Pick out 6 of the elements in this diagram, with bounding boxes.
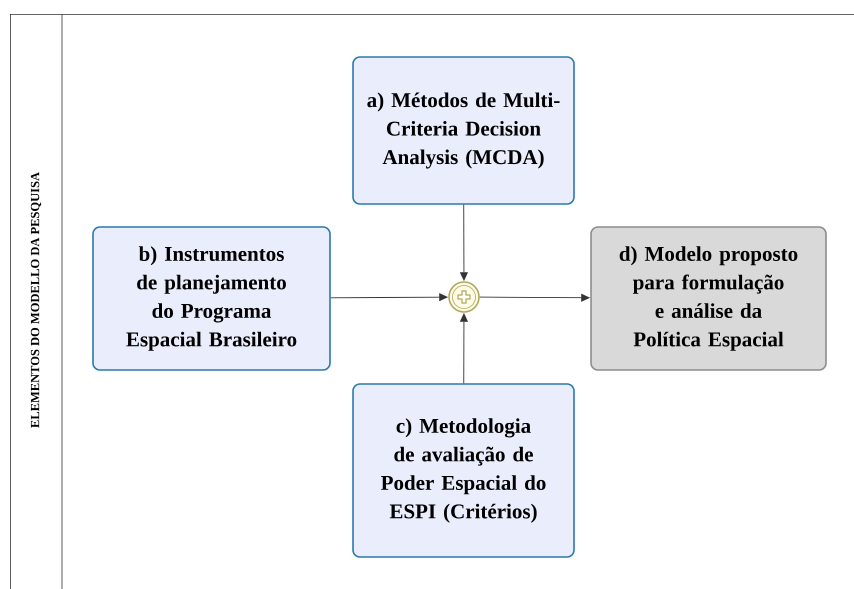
process-box: a) Métodos de Multi-Criteria Decision Analysis (MCDA) <box>352 56 575 205</box>
result-box: d) Modelo proposto para formulação e análise da Política Espacial <box>590 226 827 371</box>
gateway-circle <box>448 281 480 313</box>
process-box: b) Instrumentos de planejamento do Programa Espacial Brasileiro <box>92 226 331 371</box>
process-box: c) Metodologia de avaliação de Poder Espacial do ESPI (Critérios) <box>352 383 575 558</box>
lane-label: ELEMENTOS DO MODELLO DA PESQUISA <box>30 172 42 428</box>
